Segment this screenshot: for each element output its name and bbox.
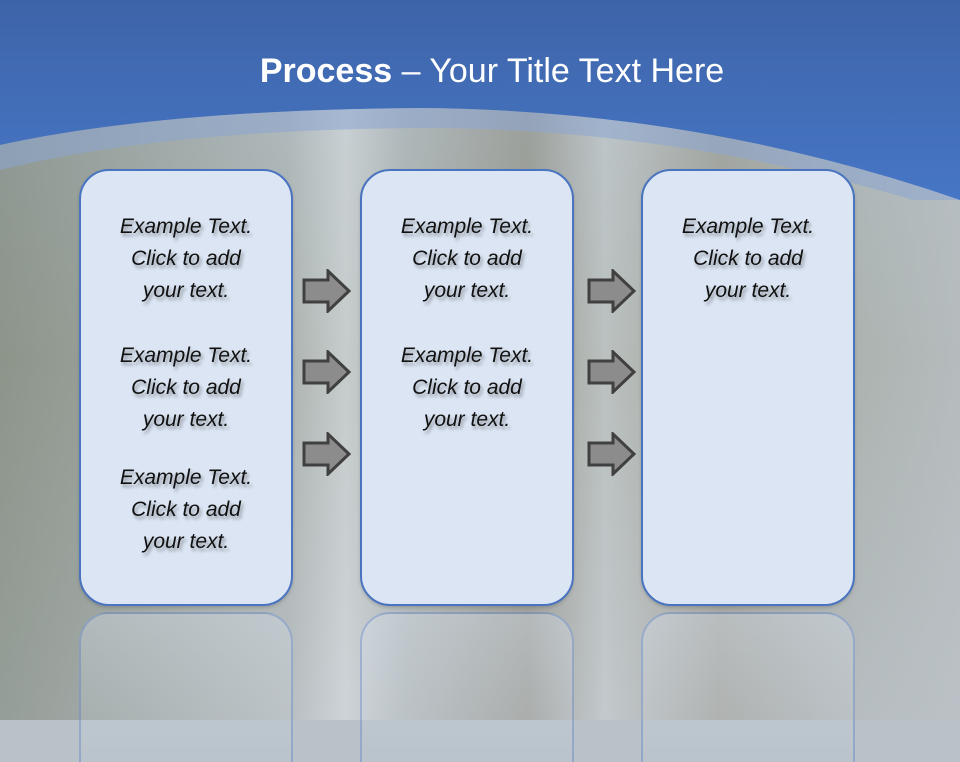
header-band <box>0 0 960 200</box>
right-arrow-icon[interactable] <box>302 350 352 394</box>
text-placeholder[interactable]: Example Text. Click to add your text. <box>400 344 534 431</box>
process-box-2[interactable]: Example Text. Click to add your text. Ex… <box>360 169 574 606</box>
title-bold: Process <box>259 52 393 90</box>
slide-title[interactable]: Process – Your Title Text Here <box>0 52 960 91</box>
right-arrow-icon[interactable] <box>587 432 637 476</box>
right-arrow-icon[interactable] <box>302 432 352 476</box>
text-placeholder[interactable]: Example Text. Click to add your text. <box>119 215 253 302</box>
text-placeholder[interactable]: Example Text. Click to add your text. <box>400 215 534 302</box>
right-arrow-icon[interactable] <box>587 350 637 394</box>
process-box-3[interactable]: Example Text. Click to add your text. <box>641 169 855 606</box>
right-arrow-icon[interactable] <box>302 269 352 313</box>
box-reflection-3 <box>641 612 855 762</box>
process-box-1[interactable]: Example Text. Click to add your text. Ex… <box>79 169 293 606</box>
text-placeholder[interactable]: Example Text. Click to add your text. <box>681 215 815 302</box>
title-rest: – Your Title Text Here <box>392 52 725 90</box>
right-arrow-icon[interactable] <box>587 269 637 313</box>
box-reflection-2 <box>360 612 574 762</box>
box-reflection-1 <box>79 612 293 762</box>
text-placeholder[interactable]: Example Text. Click to add your text. <box>119 344 253 431</box>
text-placeholder[interactable]: Example Text. Click to add your text. <box>119 466 253 553</box>
